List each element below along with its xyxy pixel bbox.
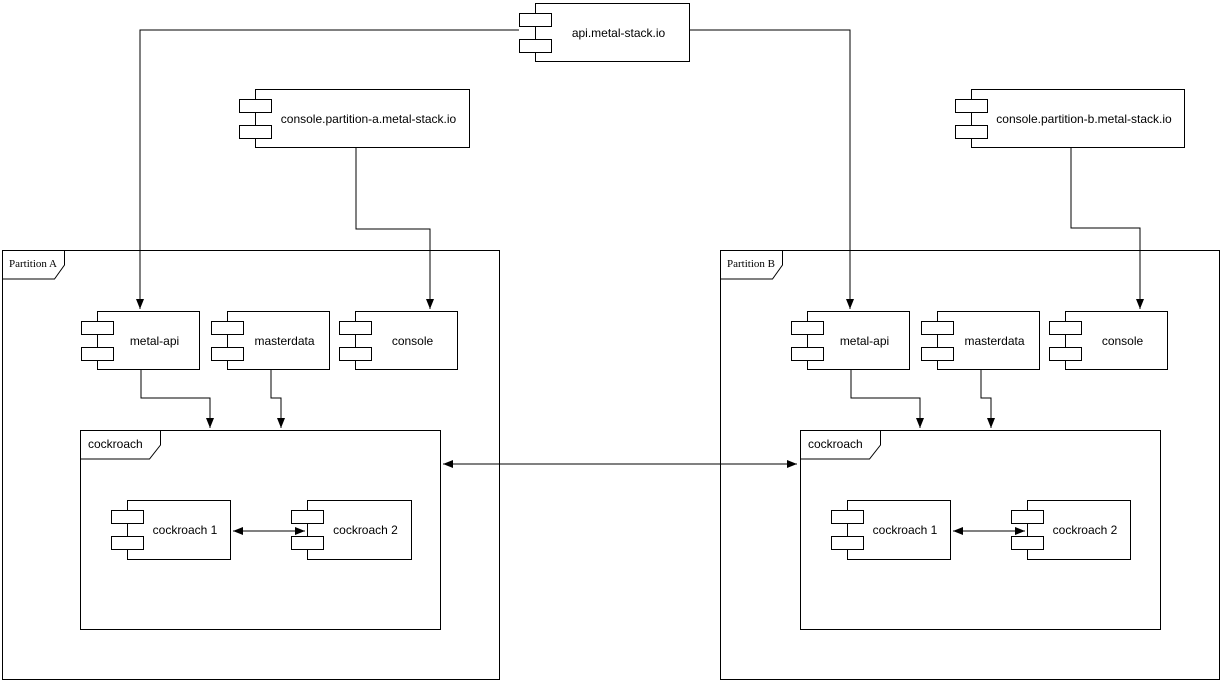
partition-label: Partition A [9, 258, 57, 270]
component-cockroach-2-a: cockroach 2 [291, 500, 412, 560]
component-metal-api-b: metal-api [791, 311, 910, 370]
component-label: console.partition-b.metal-stack.io [996, 111, 1172, 126]
component-label: api.metal-stack.io [571, 25, 666, 40]
component-icon [921, 321, 954, 335]
component-label: console [391, 333, 434, 348]
component-icon [921, 347, 954, 361]
component-icon [81, 347, 114, 361]
component-icon [291, 510, 324, 524]
component-label: cockroach 2 [1052, 523, 1118, 537]
component-icon [211, 347, 244, 361]
component-icon [955, 125, 988, 139]
package-cockroach-a-tab [80, 430, 161, 460]
component-icon [955, 99, 988, 113]
component-icon [81, 321, 114, 335]
component-label: cockroach 1 [872, 523, 938, 537]
component-api-metal-stack-io: api.metal-stack.io [519, 3, 690, 62]
component-icon [339, 321, 372, 335]
component-icon [791, 347, 824, 361]
component-icon [339, 347, 372, 361]
component-icon [1011, 510, 1044, 524]
package-cockroach-b-tab [800, 430, 881, 460]
component-label: console.partition-a.metal-stack.io [280, 111, 457, 126]
package-cockroach-b: cockroach [800, 430, 1161, 630]
component-console-partition-b: console.partition-b.metal-stack.io [955, 89, 1185, 148]
partition-a-tab [2, 250, 65, 280]
component-masterdata-b: masterdata [921, 311, 1040, 370]
component-label: masterdata [254, 333, 315, 348]
component-icon [239, 99, 272, 113]
component-cockroach-2-b: cockroach 2 [1011, 500, 1131, 560]
component-label: metal-api [839, 333, 890, 348]
component-masterdata-a: masterdata [211, 311, 330, 370]
component-icon [1049, 347, 1082, 361]
component-icon [111, 536, 144, 550]
package-cockroach-a: cockroach [80, 430, 441, 630]
partition-label: Partition B [727, 258, 775, 270]
component-label: metal-api [129, 333, 180, 348]
component-icon [831, 510, 864, 524]
component-icon [519, 13, 552, 27]
component-icon [791, 321, 824, 335]
component-console-a: console [339, 311, 458, 370]
component-icon [291, 536, 324, 550]
package-label: cockroach [88, 437, 143, 451]
component-console-partition-a: console.partition-a.metal-stack.io [239, 89, 470, 148]
component-label: cockroach 1 [152, 523, 218, 537]
component-label: masterdata [964, 333, 1025, 348]
component-label: cockroach 2 [333, 523, 398, 537]
component-cockroach-1-b: cockroach 1 [831, 500, 951, 560]
component-console-b: console [1049, 311, 1168, 370]
package-label: cockroach [808, 437, 863, 451]
component-icon [519, 39, 552, 53]
component-icon [1011, 536, 1044, 550]
component-icon [239, 125, 272, 139]
component-cockroach-1-a: cockroach 1 [111, 500, 231, 560]
component-icon [831, 536, 864, 550]
component-label: console [1101, 333, 1144, 348]
component-icon [111, 510, 144, 524]
component-icon [1049, 321, 1082, 335]
component-icon [211, 321, 244, 335]
component-metal-api-a: metal-api [81, 311, 200, 370]
